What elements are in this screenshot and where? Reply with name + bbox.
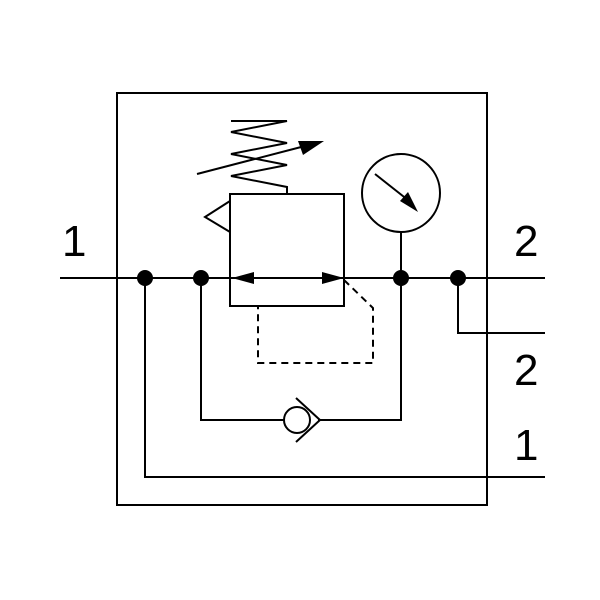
pressure-gauge: [361, 153, 441, 278]
adjustable-spring: [196, 120, 324, 194]
gauge-dial: [361, 153, 441, 233]
gauge-needle-arrowhead: [400, 192, 418, 212]
check-valve-return-line: [318, 278, 402, 421]
outlet-branch-line: [457, 278, 545, 334]
spring-zigzag: [230, 120, 288, 194]
check-valve-seat-lower: [295, 419, 321, 443]
check-valve-loop-line: [200, 278, 284, 421]
regulator-arrow-left: [232, 272, 254, 284]
regulator-arrow-right: [322, 272, 344, 284]
regulator-body: [229, 193, 345, 307]
port-label-inlet-left: 1: [62, 217, 86, 266]
pilot-line: [257, 279, 374, 364]
port-label-outlet-right-top: 2: [514, 217, 538, 266]
regulator-pilot-notch: [203, 200, 231, 233]
housing-frame: [116, 92, 488, 506]
spring-adjust-shaft: [196, 145, 306, 175]
junction-dot-outlet-branch: [450, 270, 466, 286]
check-valve-ball: [283, 406, 311, 434]
port-label-outlet-right-branch: 2: [514, 346, 538, 395]
spring-adjust-arrowhead: [298, 141, 324, 155]
inlet-bypass-line: [144, 278, 545, 478]
junction-dot-bypass: [137, 270, 153, 286]
check-valve-seat-upper: [295, 397, 321, 421]
port-label-inlet-right-bottom: 1: [514, 421, 538, 470]
junction-dot-check-inlet: [193, 270, 209, 286]
junction-dot-gauge: [393, 270, 409, 286]
check-valve-symbol: [283, 397, 321, 443]
junction-dots: [137, 270, 466, 286]
pressure-regulator: [203, 193, 345, 307]
